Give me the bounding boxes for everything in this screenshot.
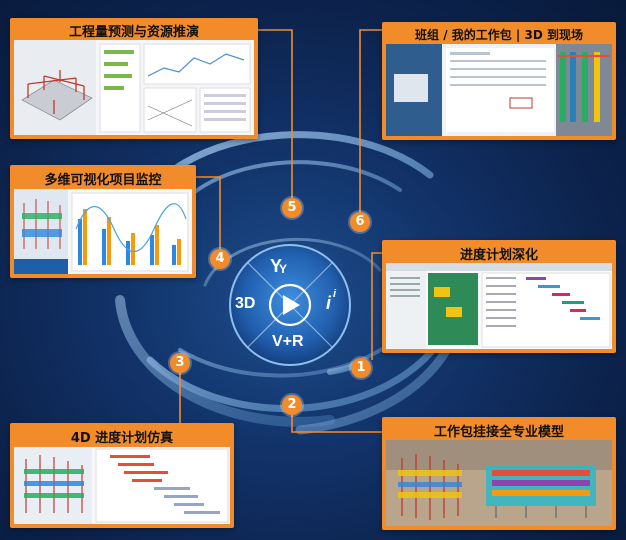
screenshot-graphic <box>14 40 254 135</box>
panel-screenshot <box>14 40 254 135</box>
hub-compass-icon-sub: Y <box>279 262 288 276</box>
screenshot-graphic <box>386 440 612 526</box>
connector-line <box>371 252 382 360</box>
panel-model-linking: 工作包挂接全专业模型 <box>382 417 616 530</box>
panel-project-monitoring: 多维可视化项目监控 <box>10 165 196 278</box>
panel-title: 进度计划深化 <box>459 248 538 263</box>
panel-4d-simulation: 4D 进度计划仿真 <box>10 423 234 528</box>
panel-title: 工作包挂接全专业模型 <box>433 425 564 440</box>
step-marker-1: 1 <box>351 358 371 378</box>
panel-title: 多维可视化项目监控 <box>44 173 162 188</box>
step-marker-5: 5 <box>282 198 302 218</box>
hub-label-i: i <box>326 293 332 313</box>
connector-line <box>291 410 382 433</box>
connector-line <box>258 29 293 198</box>
panel-title: 班组 / 我的工作包 | 3D 到现场 <box>415 28 583 42</box>
hub-label-vr: V+R <box>272 333 304 350</box>
hub-label-i-sup: i <box>333 288 337 300</box>
play-icon <box>283 295 300 315</box>
panel-schedule-refinement: 进度计划深化 <box>382 240 616 353</box>
step-marker-2: 2 <box>282 395 302 415</box>
hub-compass-icon: Y <box>270 256 283 276</box>
panel-screenshot <box>14 447 230 524</box>
panel-screenshot <box>386 263 612 349</box>
panel-screenshot <box>14 189 192 274</box>
panel-screenshot <box>386 44 612 136</box>
panel-screenshot <box>386 440 612 526</box>
panel-title: 4D 进度计划仿真 <box>70 431 174 446</box>
step-marker-4: 4 <box>210 249 230 269</box>
screenshot-graphic <box>386 44 612 136</box>
screenshot-graphic <box>14 447 230 524</box>
step-marker-6: 6 <box>350 212 370 232</box>
connector-line <box>359 29 382 213</box>
screenshot-graphic <box>386 263 612 349</box>
ring-arc <box>115 295 335 427</box>
connector-line <box>196 176 221 250</box>
hub-label-3d: 3D <box>235 295 256 312</box>
panel-resource-forecast: 工程量预测与资源推演 <box>10 18 258 139</box>
step-marker-3: 3 <box>170 353 190 373</box>
screenshot-graphic <box>14 189 192 274</box>
panel-title: 工程量预测与资源推演 <box>68 25 199 40</box>
panel-work-package: 班组 / 我的工作包 | 3D 到现场 <box>382 22 616 140</box>
play-ring <box>268 283 312 327</box>
